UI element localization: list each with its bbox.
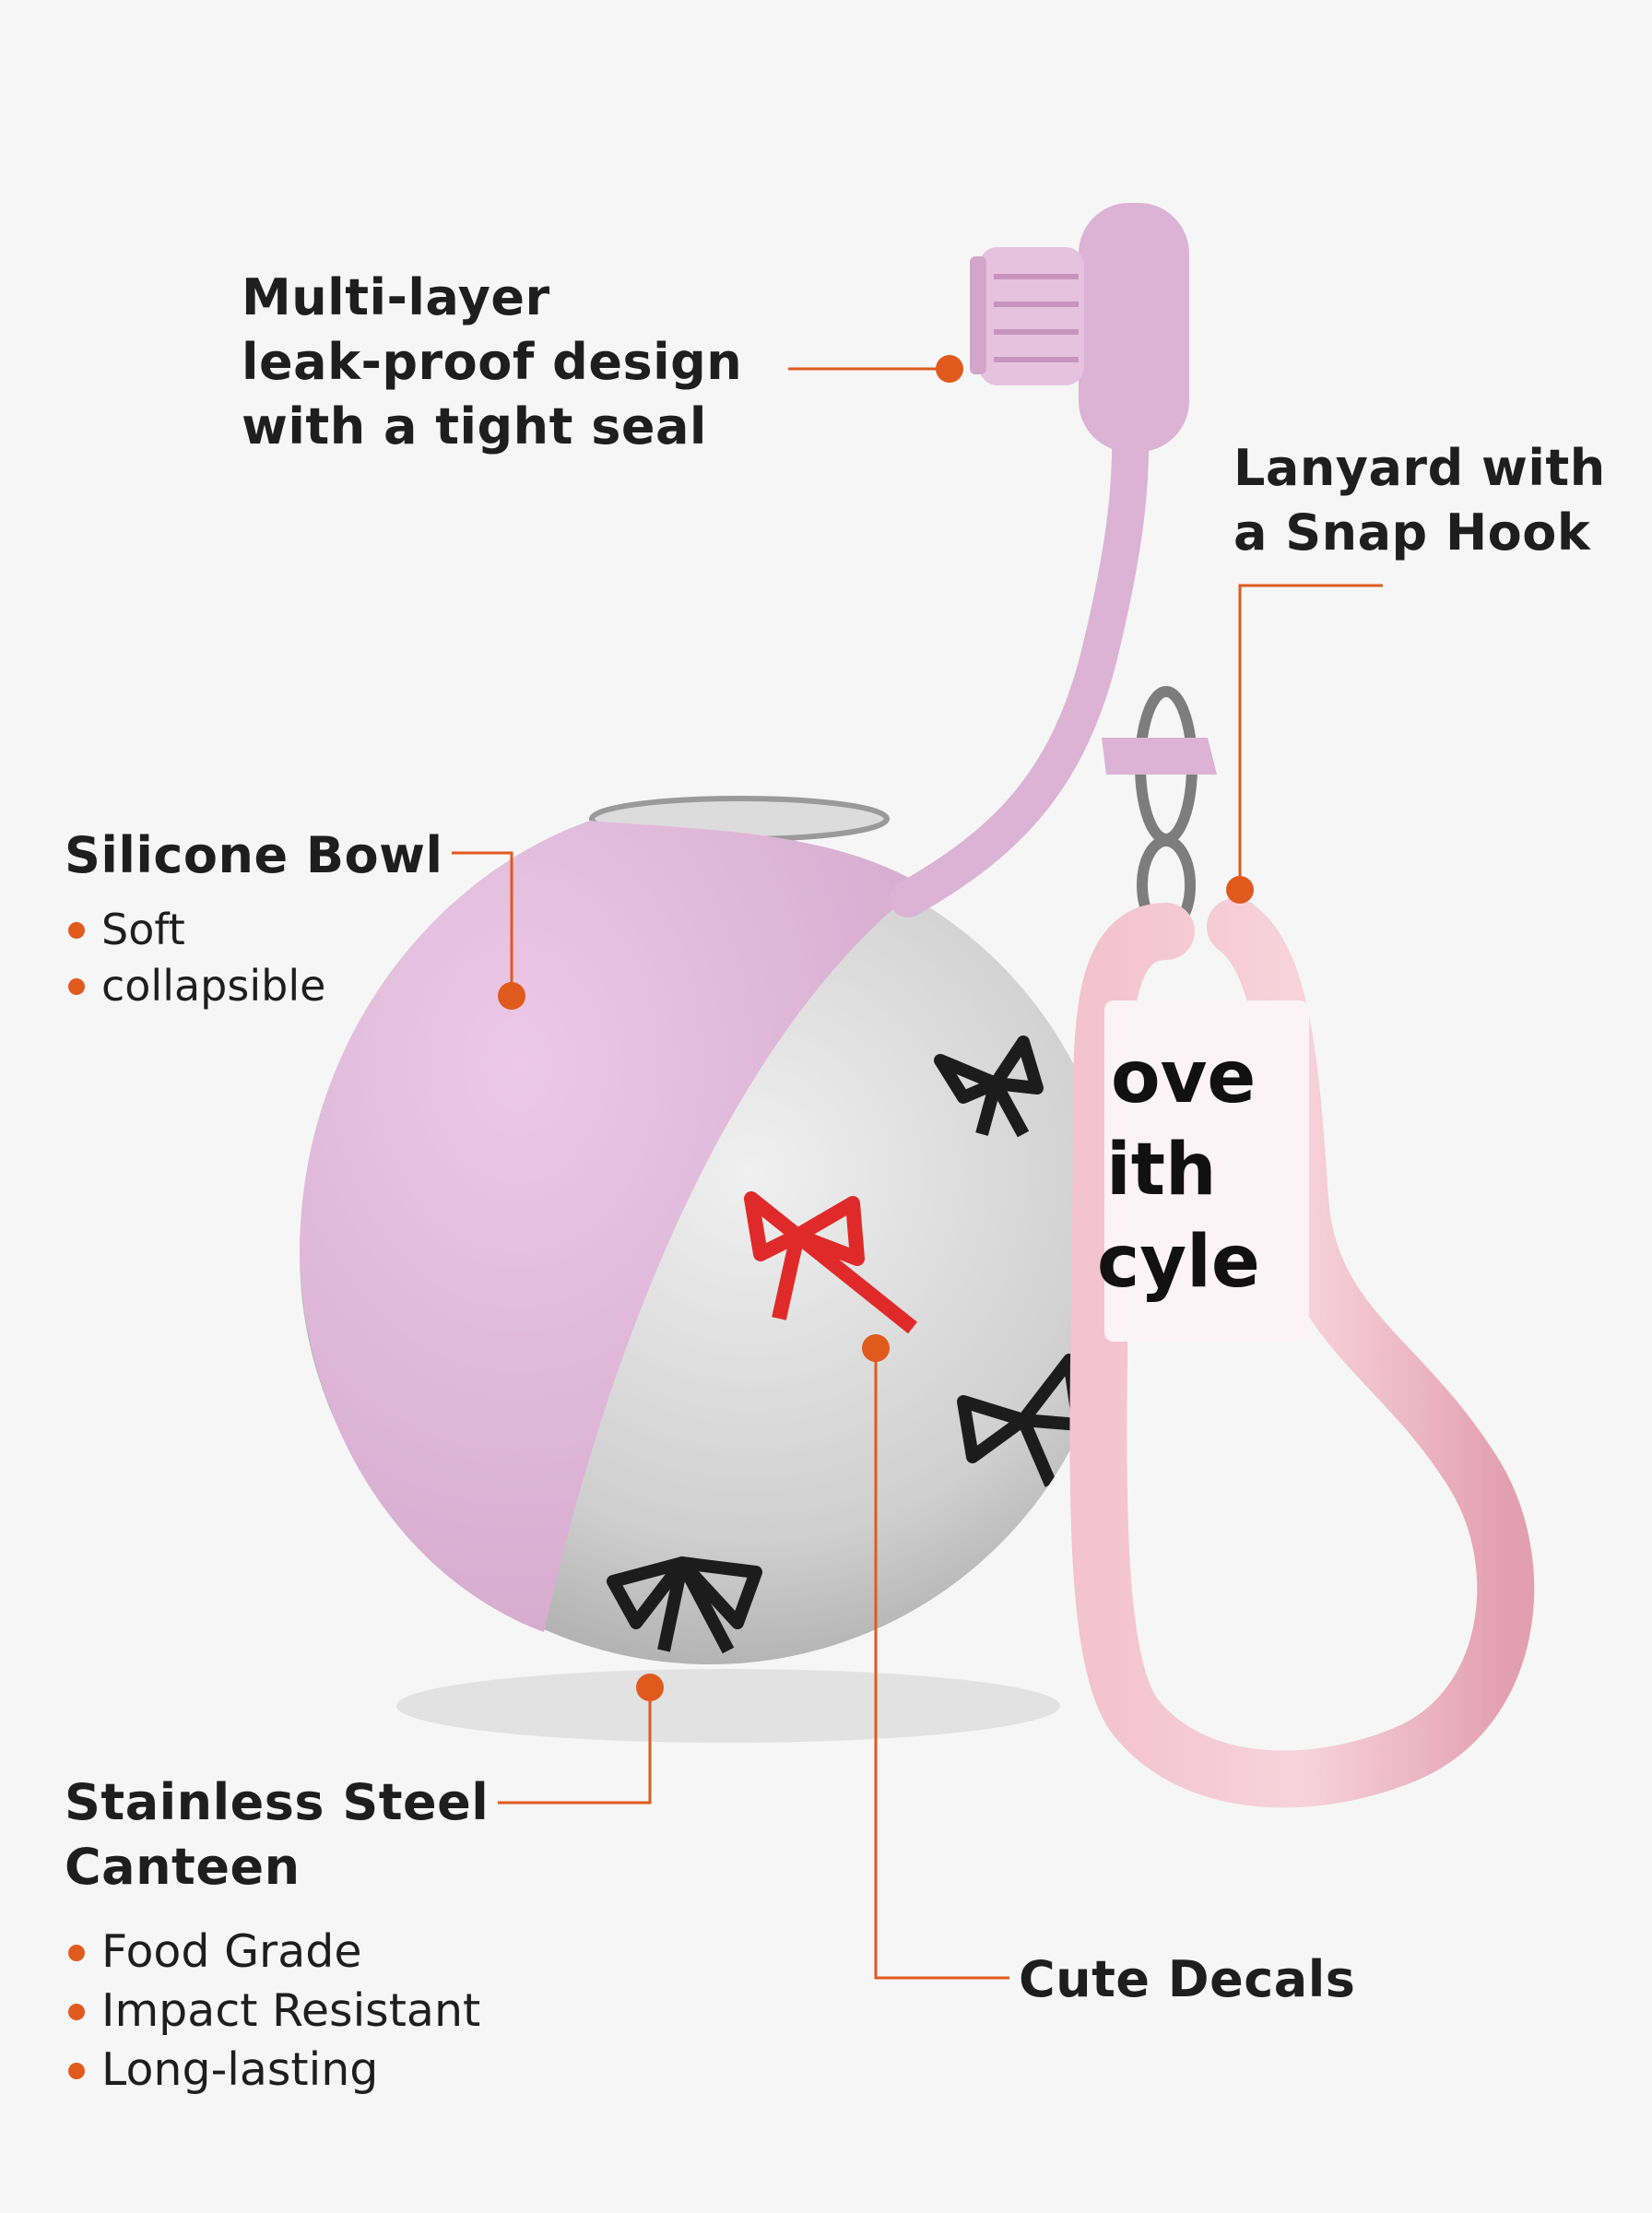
bullet-dot-icon [68, 2004, 85, 2020]
stainless-steel-title: Stainless Steel Canteen [65, 1773, 490, 1896]
callout-line: Multi-layer [242, 268, 550, 326]
svg-text:ith: ith [1106, 1129, 1217, 1212]
hook-loop [1102, 738, 1217, 775]
black-bow-icon [934, 1035, 1044, 1138]
silicone-bowl-title: Silicone Bowl [65, 826, 443, 884]
silicone-bowl [300, 821, 922, 1632]
leak-proof-cap [970, 203, 1189, 452]
leak-proof-callout: Multi-layer leak-proof design with a tig… [242, 266, 742, 459]
silicone-strap [890, 387, 1150, 917]
black-bow-icon [607, 1556, 762, 1654]
callout-line: with a tight seal [242, 397, 707, 456]
callout-line: Lanyard with [1233, 439, 1606, 497]
bullet-item: Impact Resistant [65, 1982, 480, 2041]
lanyard-tag [1104, 1000, 1309, 1342]
floor-shadow [396, 1669, 1060, 1743]
snap-hook [1135, 686, 1198, 935]
callout-line: a Snap Hook [1233, 503, 1591, 562]
cute-decals-callout: Cute Decals [1019, 1950, 1356, 2008]
tag-text: ove ith cyle [1097, 1036, 1260, 1304]
bullet-dot-icon [68, 978, 85, 995]
bullet-dot-icon [68, 922, 85, 939]
svg-text:ove: ove [1111, 1036, 1256, 1119]
bullet-item: Soft [65, 902, 325, 958]
callout-lines [452, 367, 1383, 1980]
callout-line: leak-proof design [242, 333, 743, 391]
bullet-dot-icon [68, 1945, 85, 1961]
red-bow-icon [744, 1191, 917, 1334]
bullet-dot-icon [68, 2063, 85, 2079]
stainless-steel-bullets: Food Grade Impact Resistant Long-lasting [65, 1923, 480, 2100]
svg-text:cyle: cyle [1097, 1221, 1260, 1304]
bullet-item: Long-lasting [65, 2041, 480, 2100]
bullet-item: Food Grade [65, 1923, 480, 1982]
bullet-item: collapsible [65, 958, 325, 1014]
callout-dots [498, 355, 1254, 1701]
silicone-bowl-bullets: Soft collapsible [65, 902, 325, 1014]
lanyard-callout: Lanyard with a Snap Hook [1233, 436, 1606, 565]
